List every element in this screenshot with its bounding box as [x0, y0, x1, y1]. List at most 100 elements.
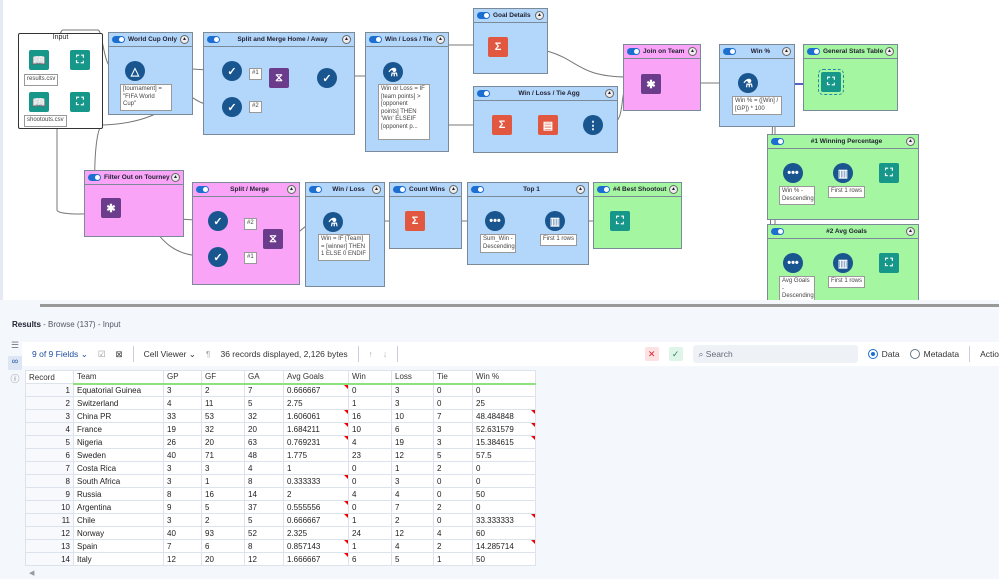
table-cell[interactable]: 3: [163, 513, 202, 527]
toggle-icon[interactable]: [771, 138, 784, 145]
toggle-icon[interactable]: [309, 186, 322, 193]
table-cell[interactable]: 24: [348, 526, 392, 540]
table-cell[interactable]: 8: [244, 474, 284, 488]
collapse-icon[interactable]: ▲: [342, 35, 351, 44]
record-number[interactable]: 4: [25, 422, 74, 436]
table-cell[interactable]: 15.384615: [472, 435, 536, 449]
column-header[interactable]: GF: [201, 370, 245, 385]
table-cell[interactable]: 2.325: [283, 526, 349, 540]
arrow-up-icon[interactable]: ↑: [368, 349, 373, 359]
binoculars-icon[interactable]: ⛶: [70, 50, 90, 70]
record-number[interactable]: 3: [25, 409, 74, 423]
table-cell[interactable]: 4: [244, 461, 284, 475]
table-cell[interactable]: 37: [244, 500, 284, 514]
fields-dropdown[interactable]: 9 of 9 Fields ⌄: [32, 349, 88, 360]
sort-icon[interactable]: •••: [485, 211, 505, 231]
table-cell[interactable]: 9: [163, 500, 202, 514]
table-cell[interactable]: 3: [201, 461, 245, 475]
table-cell[interactable]: 50: [472, 552, 536, 566]
table-cell[interactable]: 8: [244, 539, 284, 553]
table-cell[interactable]: 16: [348, 409, 392, 423]
table-cell[interactable]: Italy: [73, 552, 164, 566]
table-cell[interactable]: 12: [244, 552, 284, 566]
toggle-icon[interactable]: [597, 186, 610, 193]
filter-triangle-icon[interactable]: △: [125, 61, 145, 81]
collapse-icon[interactable]: ▲: [372, 185, 381, 194]
table-cell[interactable]: 6: [348, 552, 392, 566]
table-cell[interactable]: 2: [391, 513, 434, 527]
table-cell[interactable]: Costa Rica: [73, 461, 164, 475]
table-cell[interactable]: 4: [348, 487, 392, 501]
record-number[interactable]: 13: [25, 539, 74, 553]
table-cell[interactable]: 5: [244, 513, 284, 527]
table-cell[interactable]: 7: [433, 409, 473, 423]
table-cell[interactable]: 32: [244, 409, 284, 423]
multi-row-icon[interactable]: ⋮: [583, 115, 603, 135]
arrow-down-icon[interactable]: ↓: [382, 349, 388, 359]
record-number[interactable]: 9: [25, 487, 74, 501]
table-cell[interactable]: 52.631579: [472, 422, 536, 436]
record-number[interactable]: 7: [25, 461, 74, 475]
table-cell[interactable]: 1.606061: [283, 409, 349, 423]
table-cell[interactable]: 3: [391, 383, 434, 397]
metadata-radio[interactable]: Metadata: [909, 349, 959, 359]
table-cell[interactable]: 12: [391, 448, 434, 462]
toggle-icon[interactable]: [393, 186, 406, 193]
collapse-icon[interactable]: ▲: [906, 137, 915, 146]
record-number[interactable]: 5: [25, 435, 74, 449]
container-best-shootout[interactable]: #4 Best Shootout▲: [593, 182, 682, 249]
sample-icon[interactable]: ▥: [833, 163, 853, 183]
select-check-icon[interactable]: ✓: [317, 68, 337, 88]
record-number[interactable]: 11: [25, 513, 74, 527]
canvas-horizontal-scrollbar[interactable]: [40, 304, 999, 307]
table-cell[interactable]: 40: [163, 526, 202, 540]
table-cell[interactable]: 4: [391, 487, 434, 501]
select-check-icon[interactable]: ✓: [208, 211, 228, 231]
record-number[interactable]: 14: [25, 552, 74, 566]
pilcrow-icon[interactable]: ¶: [205, 349, 211, 359]
table-cell[interactable]: Argentina: [73, 500, 164, 514]
table-cell[interactable]: 33.333333: [472, 513, 536, 527]
table-cell[interactable]: 0: [472, 461, 536, 475]
table-cell[interactable]: 4: [391, 539, 434, 553]
column-header[interactable]: Tie: [433, 370, 473, 385]
toggle-icon[interactable]: [471, 186, 484, 193]
flask-icon[interactable]: ⚗: [323, 212, 343, 232]
table-cell[interactable]: 0: [433, 513, 473, 527]
select-check-icon[interactable]: ✓: [222, 61, 242, 81]
toggle-icon[interactable]: [723, 48, 736, 55]
collapse-icon[interactable]: ▲: [287, 185, 296, 194]
dna-union-icon[interactable]: ⧖: [263, 229, 283, 249]
sort-icon[interactable]: •••: [783, 163, 803, 183]
sample-icon[interactable]: ▥: [833, 253, 853, 273]
table-cell[interactable]: 4: [348, 435, 392, 449]
select-all-icon[interactable]: ☑: [97, 348, 106, 359]
table-cell[interactable]: 7: [244, 383, 284, 397]
table-cell[interactable]: 16: [201, 487, 245, 501]
table-cell[interactable]: 20: [201, 552, 245, 566]
table-cell[interactable]: 0: [433, 383, 473, 397]
record-number[interactable]: 8: [25, 474, 74, 488]
workflow-canvas[interactable]: Input World Cup Only▲ Split and Merge Ho…: [0, 0, 999, 300]
container-join-on-team[interactable]: Join on Team▲: [623, 44, 701, 111]
table-cell[interactable]: 1.666667: [283, 552, 349, 566]
table-cell[interactable]: 93: [201, 526, 245, 540]
table-cell[interactable]: 2: [433, 539, 473, 553]
table-cell[interactable]: 0: [472, 383, 536, 397]
record-number[interactable]: 2: [25, 396, 74, 410]
column-header[interactable]: Win %: [472, 370, 536, 385]
container-count-wins[interactable]: Count Wins▲: [389, 182, 462, 249]
table-cell[interactable]: 2.75: [283, 396, 349, 410]
table-cell[interactable]: South Africa: [73, 474, 164, 488]
table-cell[interactable]: 2: [283, 487, 349, 501]
table-cell[interactable]: 20: [244, 422, 284, 436]
crosstab-icon[interactable]: ▤: [538, 115, 558, 135]
column-header[interactable]: Avg Goals: [283, 370, 349, 385]
table-cell[interactable]: 4: [433, 526, 473, 540]
